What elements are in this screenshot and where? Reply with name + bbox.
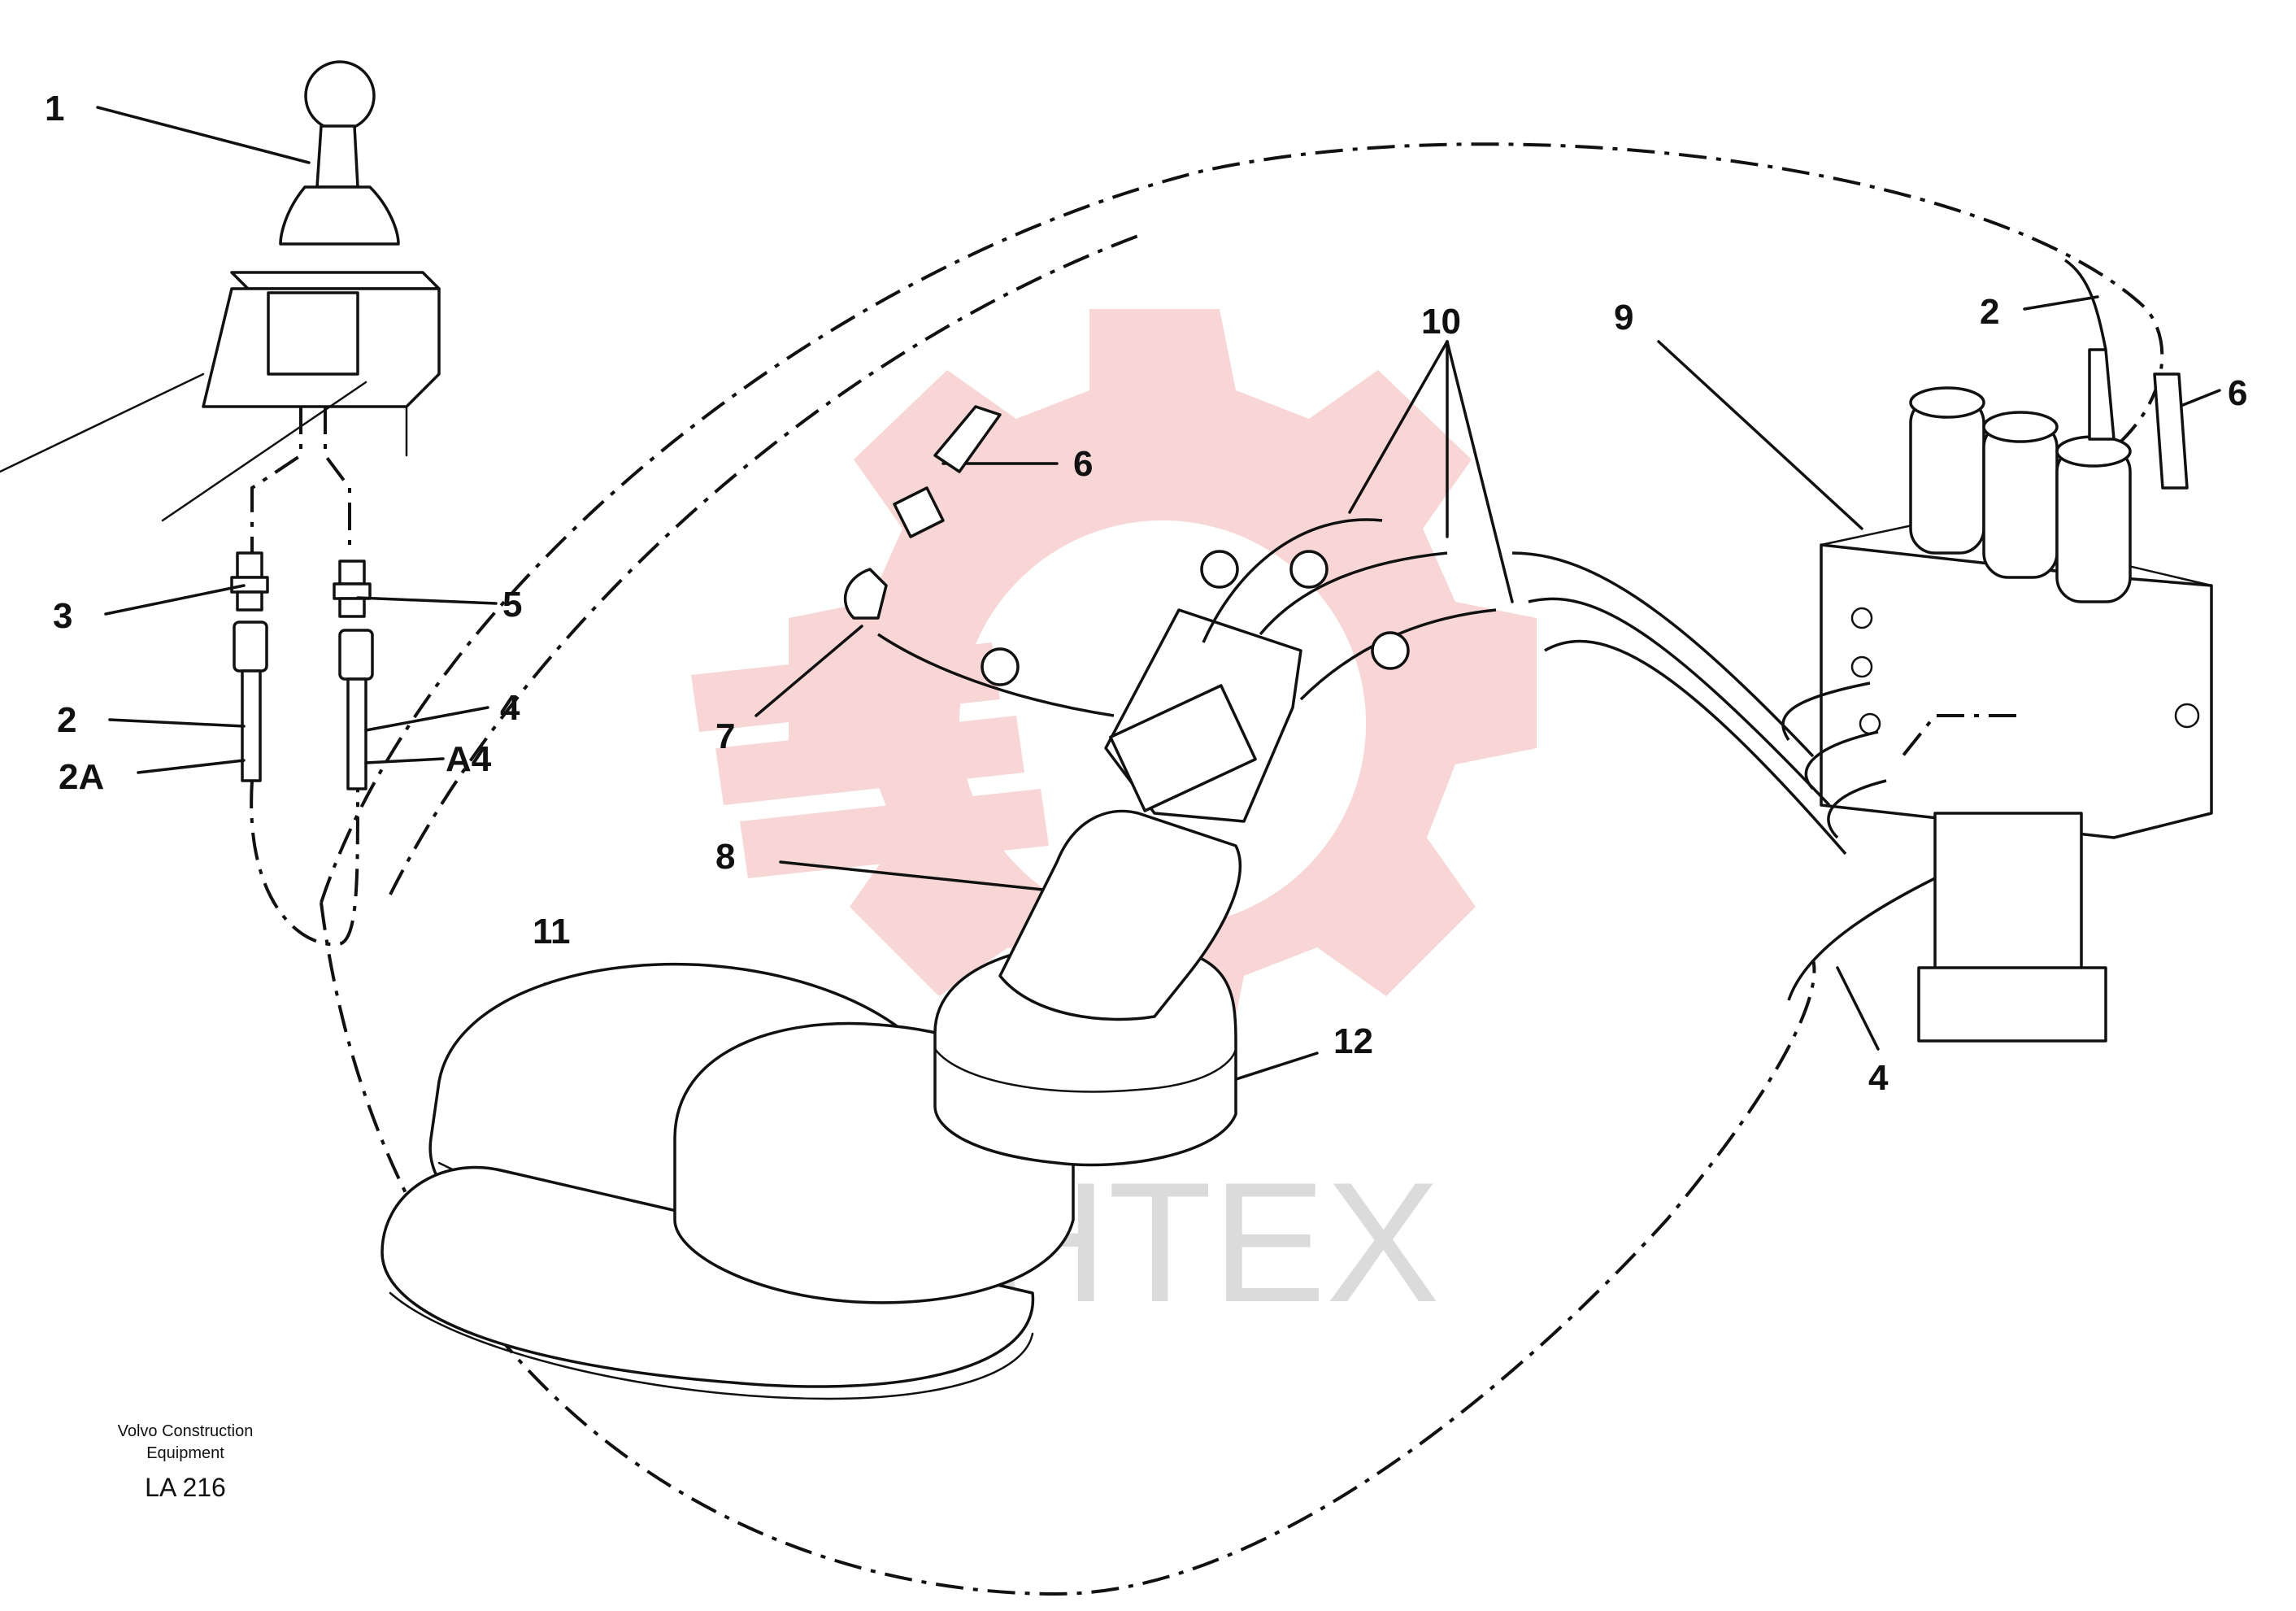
credit-line-2: Equipment bbox=[146, 1444, 224, 1462]
callout-6-right: 6 bbox=[2228, 373, 2247, 413]
callout-4-left: 4 bbox=[500, 688, 520, 728]
cab-boundary bbox=[320, 142, 2164, 903]
watermark-gear bbox=[691, 309, 1537, 1057]
callout-5: 5 bbox=[502, 585, 522, 625]
callout-1: 1 bbox=[45, 89, 64, 128]
callout-2a: 2A bbox=[59, 757, 104, 797]
callout-labels: 1 3 5 2 4 2A A4 6 7 8 10 9 2 6 11 12 4 bbox=[45, 89, 2247, 1098]
callout-10: 10 bbox=[1421, 302, 1461, 342]
callout-2-right: 2 bbox=[1980, 292, 1999, 332]
joystick-control bbox=[0, 60, 441, 947]
hydraulic-motor-assembly bbox=[380, 405, 1497, 1400]
drawing-credit: Volvo Construction Equipment LA 216 bbox=[118, 1422, 254, 1502]
callout-a4: A4 bbox=[446, 739, 492, 779]
callout-2-left: 2 bbox=[57, 700, 76, 740]
callout-3: 3 bbox=[53, 596, 72, 636]
cab-boundary-top bbox=[389, 234, 1139, 895]
callout-4-right: 4 bbox=[1868, 1058, 1889, 1098]
callout-12: 12 bbox=[1333, 1021, 1373, 1061]
control-valve-assembly bbox=[1511, 259, 2213, 1043]
callout-11: 11 bbox=[533, 912, 571, 951]
callout-6-mid: 6 bbox=[1073, 444, 1093, 484]
drawing-code: LA 216 bbox=[145, 1473, 226, 1502]
credit-line-1: Volvo Construction bbox=[118, 1422, 254, 1440]
callout-9: 9 bbox=[1614, 298, 1633, 337]
callout-8: 8 bbox=[715, 837, 735, 877]
leader-lines bbox=[96, 106, 2221, 1091]
callout-7: 7 bbox=[715, 716, 735, 756]
